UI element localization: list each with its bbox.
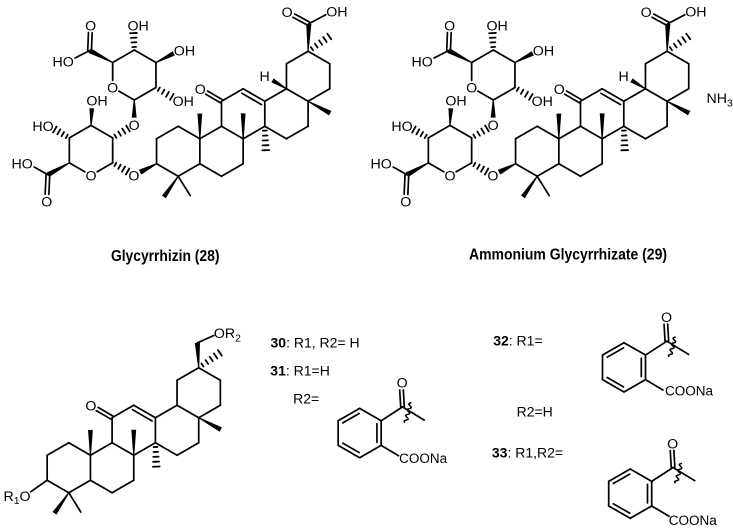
svg-text:HO: HO (32, 119, 53, 135)
svg-text:H: H (618, 69, 628, 85)
svg-text:HO: HO (53, 54, 74, 70)
svg-text:OH: OH (174, 44, 195, 60)
svg-text:HO: HO (391, 119, 412, 135)
svg-text:O: O (488, 118, 499, 134)
svg-text:Glycyrrhizin (28): Glycyrrhizin (28) (111, 248, 220, 265)
svg-text:OH: OH (533, 44, 554, 60)
svg-text:O: O (41, 195, 52, 211)
svg-text:O: O (107, 81, 118, 97)
svg-text:30: R1, R2= H: 30: R1, R2= H (271, 334, 360, 350)
svg-text:R2=: R2= (293, 391, 319, 407)
svg-text:O: O (661, 310, 672, 326)
svg-text:O: O (85, 18, 96, 34)
svg-text:OH: OH (685, 5, 706, 21)
svg-text:O: O (282, 5, 293, 21)
svg-text:R1O: R1O (4, 489, 31, 507)
svg-text:OH: OH (445, 94, 466, 110)
svg-text:O: O (129, 118, 140, 134)
svg-text:O: O (400, 195, 411, 211)
svg-text:NH3: NH3 (707, 91, 733, 109)
svg-text:OH: OH (173, 94, 194, 110)
svg-text:COONa: COONa (665, 384, 713, 400)
svg-text:OH: OH (86, 94, 107, 110)
svg-text:O: O (195, 82, 206, 98)
svg-text:OH: OH (128, 18, 149, 34)
svg-text:OR2: OR2 (214, 326, 241, 344)
svg-text:OH: OH (326, 5, 347, 21)
svg-text:OH: OH (487, 18, 508, 34)
svg-text:O: O (397, 376, 408, 392)
svg-text:O: O (667, 436, 678, 452)
svg-text:COONa: COONa (399, 451, 447, 467)
svg-text:O: O (487, 169, 498, 185)
svg-text:R2=H: R2=H (517, 403, 553, 419)
svg-text:31: R1=H: 31: R1=H (270, 363, 330, 379)
svg-text:OH: OH (532, 94, 553, 110)
svg-text:O: O (466, 81, 477, 97)
svg-text:COONa: COONa (669, 513, 717, 529)
svg-text:O: O (554, 82, 565, 98)
svg-text:32: R1=: 32: R1= (493, 333, 542, 349)
svg-text:O: O (85, 398, 96, 414)
svg-text:HO: HO (412, 54, 433, 70)
svg-text:Ammonium Glycyrrhizate (29): Ammonium Glycyrrhizate (29) (469, 247, 667, 264)
svg-text:H: H (259, 69, 269, 85)
svg-text:HO: HO (371, 156, 392, 172)
svg-text:O: O (128, 169, 139, 185)
svg-text:O: O (85, 169, 96, 185)
svg-text:O: O (444, 18, 455, 34)
svg-text:HO: HO (12, 156, 33, 172)
svg-text:33: R1,R2=: 33: R1,R2= (492, 444, 563, 460)
svg-text:O: O (641, 5, 652, 21)
svg-text:O: O (444, 169, 455, 185)
